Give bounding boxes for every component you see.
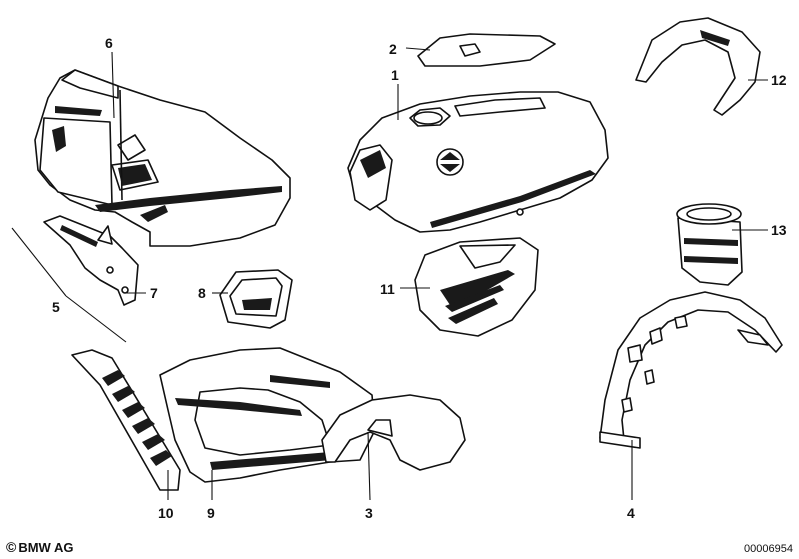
copyright-symbol: © [6, 539, 17, 555]
callout-8: 8 [198, 285, 206, 301]
leader-5b [65, 295, 127, 343]
part-6-fairing [34, 69, 291, 247]
callout-5: 5 [52, 299, 60, 315]
callout-11: 11 [380, 281, 395, 297]
callout-10: 10 [158, 505, 174, 521]
part-3-front-fender [321, 394, 466, 471]
part-9-lower-panel [159, 347, 376, 483]
part-7-bracket [43, 215, 139, 306]
leader-2 [405, 47, 431, 51]
callout-4: 4 [627, 505, 635, 521]
callout-9: 9 [207, 505, 215, 521]
part-2-tank-lid [417, 33, 556, 67]
callout-13: 13 [771, 222, 787, 238]
callout-7: 7 [150, 285, 158, 301]
leader-6 [111, 51, 115, 119]
part-4-rear-fender [599, 291, 783, 449]
callout-6: 6 [105, 35, 113, 51]
part-12-rear-cowl [635, 17, 761, 116]
document-number: 00006954 [744, 543, 793, 555]
callout-1: 1 [391, 67, 399, 83]
part-10-grille [71, 349, 181, 491]
part-13-sleeve [676, 203, 743, 286]
callout-3: 3 [365, 505, 373, 521]
copyright-notice: ©BMW AG [6, 539, 73, 555]
callout-12: 12 [771, 72, 787, 88]
callout-2: 2 [389, 41, 397, 57]
part-11-side-cover [414, 237, 539, 337]
part-1-fuel-tank [347, 91, 609, 233]
leader-5a [11, 227, 67, 297]
leader-3 [367, 431, 371, 501]
copyright-text: BMW AG [18, 540, 74, 555]
part-8-lens [219, 269, 293, 329]
